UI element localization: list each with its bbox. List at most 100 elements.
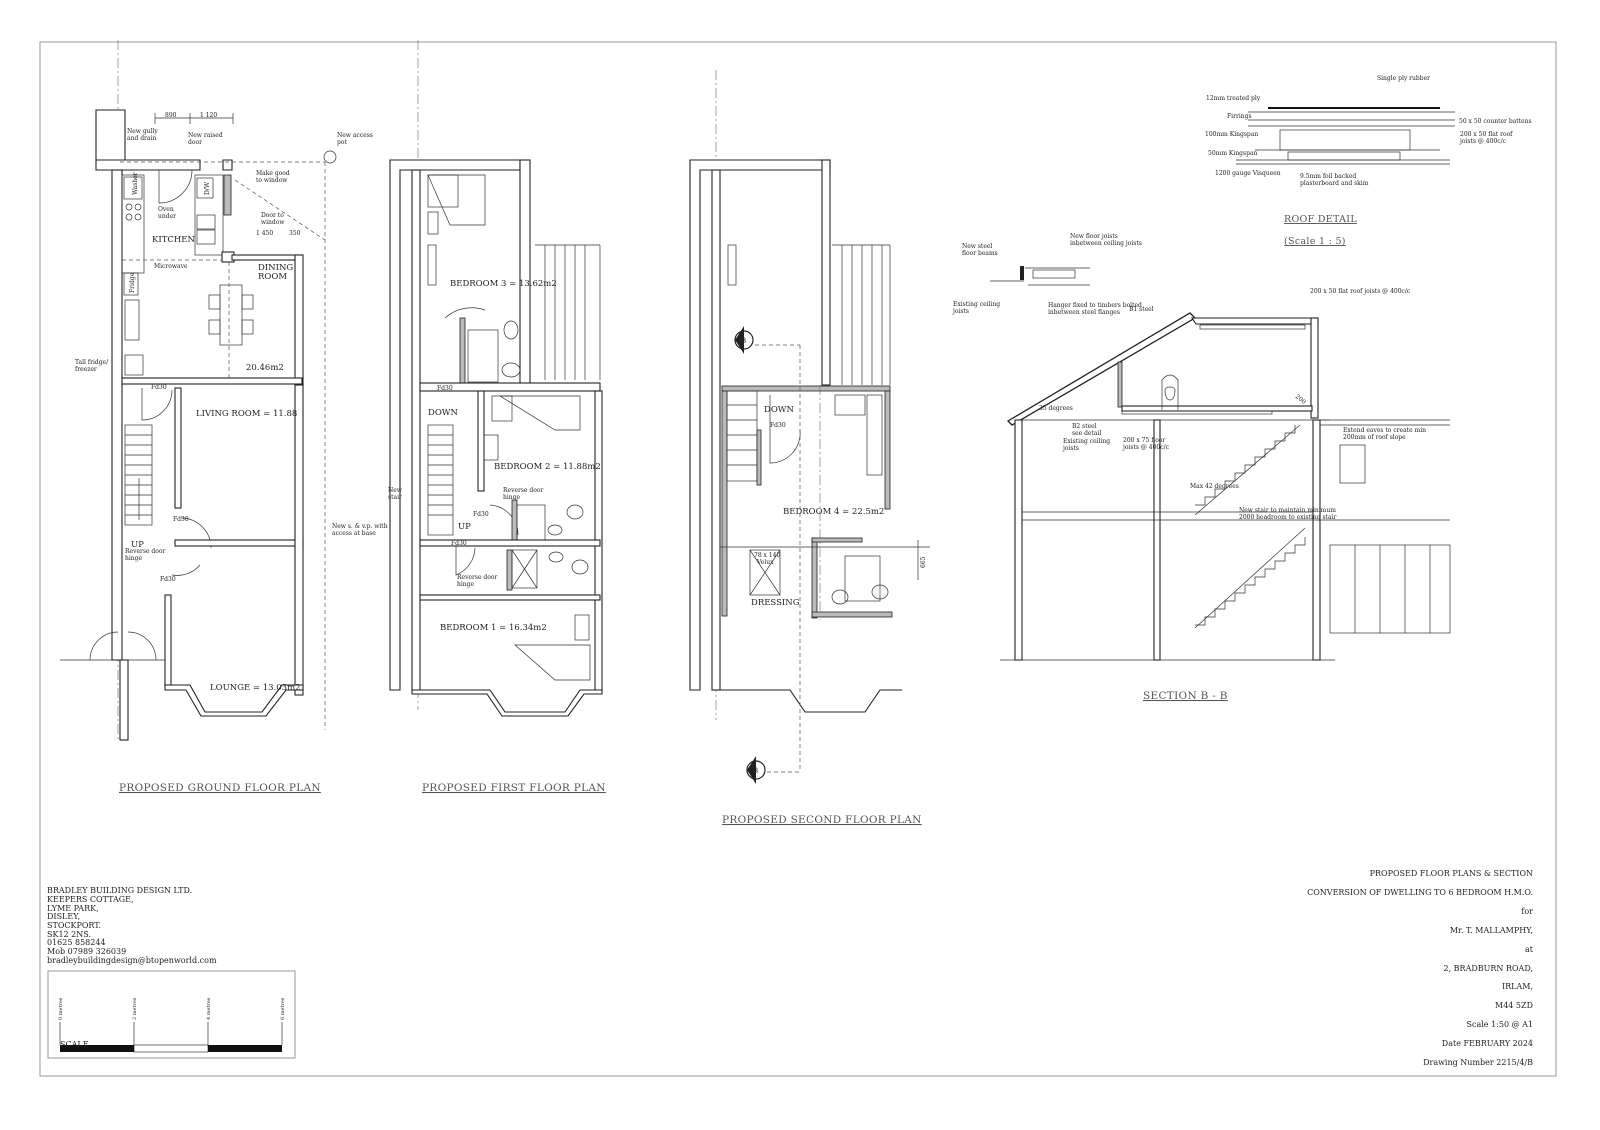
- annotation: Tall fridge/: [75, 359, 109, 366]
- ground-floor-title: PROPOSED GROUND FLOOR PLAN: [119, 782, 321, 794]
- annotation: New access: [337, 132, 373, 139]
- annotation: New gully: [127, 128, 158, 135]
- door-label: Fd30: [437, 385, 453, 392]
- annotation: Make good: [256, 170, 290, 177]
- drawing-title: PROPOSED FLOOR PLANS & SECTION: [1370, 869, 1533, 878]
- annotation: 200 x 50 flat roof: [1460, 131, 1513, 138]
- beam-detail: New steel floor beams New floor joists i…: [952, 233, 1142, 316]
- roof-detail-title: ROOF DETAIL: [1284, 214, 1357, 225]
- dimension-label: 350: [289, 230, 301, 237]
- room-label-living: LIVING ROOM = 11.88: [196, 409, 297, 419]
- annotation: door: [188, 139, 202, 146]
- stair-label: DOWN: [764, 405, 795, 415]
- first-floor-labels: BEDROOM 3 = 13.62m2 Fd30 DOWN BEDROOM 2 …: [388, 279, 605, 794]
- annotation: Hanger fixed to timbers bolted: [1048, 302, 1142, 309]
- annotation: 9.5mm foil backed: [1300, 173, 1356, 180]
- title-block: PROPOSED FLOOR PLANS & SECTION CONVERSIO…: [1307, 869, 1534, 1067]
- annotation: hinge: [503, 494, 520, 501]
- room-label-bedroom-4: BEDROOM 4 = 22.5m2: [783, 507, 884, 517]
- section-marker-label: B: [753, 767, 758, 775]
- ground-floor-plan: [60, 40, 337, 741]
- door-label: Fd30: [770, 422, 786, 429]
- title-block-line: at: [1525, 945, 1534, 954]
- title-block-line: for: [1521, 907, 1533, 916]
- ground-floor-labels: 890 1 120 New gully and drain New raised…: [75, 112, 388, 794]
- annotation: Firrings: [1227, 113, 1252, 120]
- annotation: access at base: [332, 530, 376, 537]
- annotation: Existing ceiling: [1063, 438, 1110, 445]
- dimension-label: 1 450: [256, 230, 273, 237]
- annotation: window: [261, 219, 285, 226]
- annotation: joists @ 400c/c: [1122, 444, 1170, 451]
- sheet-border: [39, 41, 1557, 1077]
- annotation: 12mm treated ply: [1206, 95, 1261, 102]
- site-postcode: M44 5ZD: [1495, 1001, 1533, 1010]
- annotation: 50 x 50 counter battens: [1459, 118, 1532, 125]
- annotation: floor beams: [962, 250, 998, 257]
- first-floor-plan: [389, 40, 603, 717]
- section-b-b: [1000, 312, 1451, 661]
- drawing-date: Date FEBRUARY 2024: [1442, 1039, 1533, 1048]
- room-label-kitchen: KITCHEN: [152, 235, 195, 245]
- drawing-scale: Scale 1:50 @ A1: [1467, 1020, 1533, 1029]
- annotation: hinge: [457, 581, 474, 588]
- annotation: plasterboard and skim: [1300, 180, 1369, 187]
- annotation: Microwave: [154, 263, 188, 270]
- annotation: 35 degrees: [1039, 405, 1073, 412]
- annotation: New steel: [962, 243, 992, 250]
- section-marker-top: B: [734, 326, 754, 354]
- dimension-label: 890: [165, 112, 177, 119]
- company-line: KEEPERS COTTAGE,: [47, 895, 134, 904]
- room-label-dressing: DRESSING: [751, 598, 800, 608]
- annotation: New stair to maintain minimum: [1239, 507, 1336, 514]
- company-line: 01625 858244: [47, 938, 106, 947]
- drawing-number: Drawing Number 2215/4/B: [1423, 1058, 1533, 1067]
- company-line: bradleybuildingdesign@btopenworld.com: [47, 956, 217, 965]
- dimension-label: 665: [920, 556, 927, 568]
- scale-tick-label: 0 metres: [58, 997, 64, 1020]
- door-label: Fd30: [151, 384, 167, 391]
- door-label: Fd30: [473, 511, 489, 518]
- annotation: New raised: [188, 132, 223, 139]
- scale-tick-label: 6 metres: [280, 997, 286, 1020]
- annotation: stair: [388, 494, 402, 501]
- annotation: 2000 headroom to existing stair: [1239, 514, 1336, 521]
- annotation: see detail: [1072, 430, 1101, 437]
- annotation: joists @ 400c/c: [1459, 138, 1507, 145]
- project-description: CONVERSION OF DWELLING TO 6 BEDROOM H.M.…: [1307, 888, 1533, 897]
- company-line: Mob 07989 326039: [47, 947, 126, 956]
- room-label-bedroom-3: BEDROOM 3 = 13.62m2: [450, 279, 557, 289]
- company-line: BRADLEY BUILDING DESIGN LTD.: [47, 886, 192, 895]
- annotation: 50mm Kingspan: [1208, 150, 1258, 157]
- annotation: B1 steel: [1129, 306, 1154, 313]
- annotation: New s. & v.p. with: [332, 523, 388, 530]
- roof-detail: Single ply rubber 12mm treated ply Firri…: [1205, 75, 1532, 247]
- scale-label: SCALE: [60, 1040, 89, 1049]
- annotation: joists: [1062, 445, 1079, 452]
- annotation: inbetween ceiling joists: [1070, 240, 1142, 247]
- scale-bar: 0 metres 2 metres 4 metres 6 metres: [47, 970, 296, 1059]
- annotation: Reverse door: [125, 548, 165, 555]
- annotation: 100mm Kingspan: [1205, 131, 1258, 138]
- annotation: Velux: [756, 559, 774, 566]
- room-label-bedroom-2: BEDROOM 2 = 11.88m2: [494, 462, 601, 472]
- annotation: 200 x 50 flat roof joists @ 400c/c: [1310, 288, 1411, 295]
- site-address: 2, BRADBURN ROAD,: [1444, 964, 1534, 973]
- stair-label: UP: [131, 540, 144, 550]
- annotation: inbetween steel flanges: [1048, 309, 1120, 316]
- annotation: New floor joists: [1070, 233, 1118, 240]
- annotation: Single ply rubber: [1377, 75, 1430, 82]
- annotation: Extend eaves to create min: [1343, 427, 1426, 434]
- appliance-label: Fridge: [129, 272, 136, 293]
- section-labels: B1 steel 200 x 50 flat roof joists @ 400…: [1039, 288, 1426, 702]
- scale-tick-label: 2 metres: [132, 997, 138, 1020]
- section-marker-bottom: B: [746, 756, 766, 784]
- annotation: 78 x 140: [754, 552, 780, 559]
- second-floor-title: PROPOSED SECOND FLOOR PLAN: [722, 814, 922, 826]
- annotation: Max 42 degrees: [1190, 483, 1239, 490]
- annotation: Door to: [261, 212, 284, 219]
- dimension-label: 1 120: [200, 112, 217, 119]
- company-line: DISLEY,: [47, 912, 80, 921]
- company-address: BRADLEY BUILDING DESIGN LTD. KEEPERS COT…: [47, 886, 217, 965]
- section-marker-label: B: [741, 337, 746, 345]
